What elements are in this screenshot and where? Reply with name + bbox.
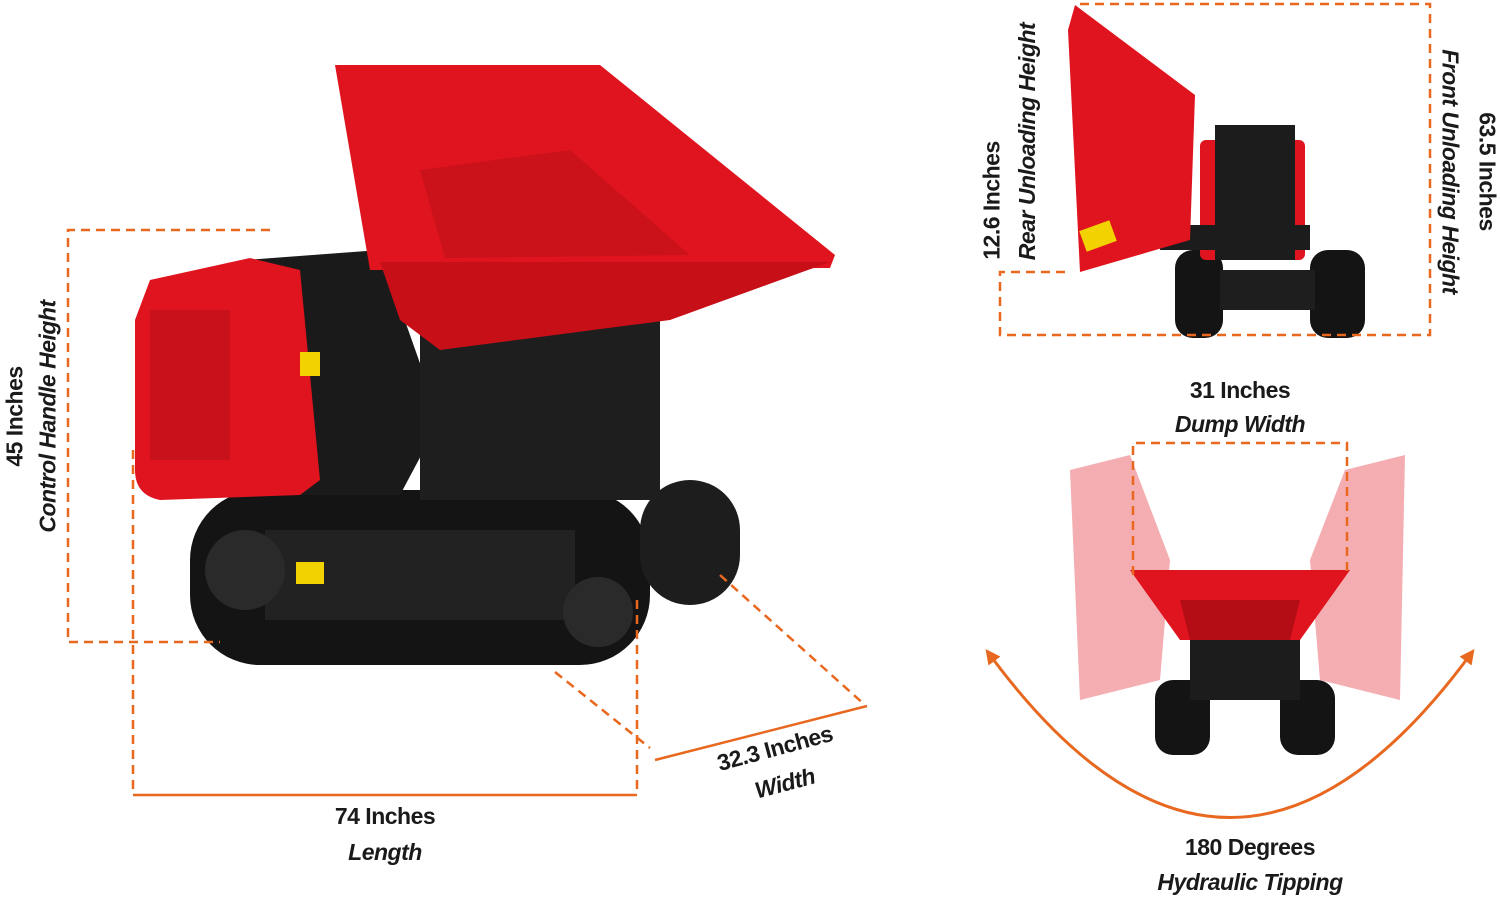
- length-value: 74 Inches: [334, 803, 436, 829]
- dumper-rear-tipping-view: [1068, 5, 1365, 338]
- dimension-lines: [66, 2, 1475, 819]
- front-unloading-label: Front Unloading Height: [1437, 49, 1464, 294]
- dumper-front-tipping-view: [1070, 455, 1405, 755]
- dump-width-value: 31 Inches: [1189, 377, 1291, 403]
- tipping-label: Hydraulic Tipping: [1157, 869, 1343, 895]
- dumper-side-view: [135, 65, 835, 665]
- rear-unloading-label: Rear Unloading Height: [1014, 22, 1040, 261]
- handle-height-label: Control Handle Height: [34, 300, 61, 533]
- dump-width-label: Dump Width: [1174, 411, 1306, 437]
- handle-height-value: 45 Inches: [1, 366, 28, 467]
- length-label: Length: [348, 839, 422, 865]
- tipping-value: 180 Degrees: [1184, 834, 1316, 860]
- front-unloading-value: 63.5 Inches: [1474, 112, 1500, 231]
- rear-unloading-value: 12.6 Inches: [978, 141, 1005, 260]
